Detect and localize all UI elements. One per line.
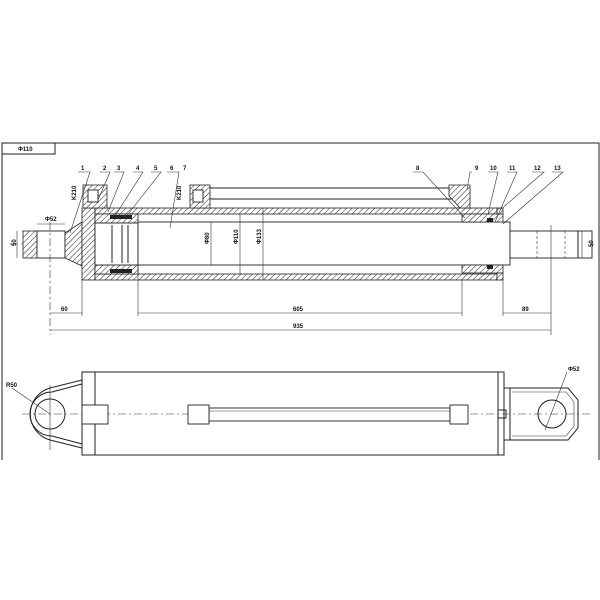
rear-eye-section <box>22 230 38 259</box>
part-number-4: 4 <box>136 166 140 172</box>
section-view: Φ80 Φ110 Φ133 K210 K210 <box>10 166 596 335</box>
part-leaders: 1 2 3 4 5 6 7 8 9 10 11 12 13 <box>69 166 564 234</box>
dim-stroke: 605 <box>293 307 304 313</box>
port-block-front <box>448 184 471 209</box>
part-number-2: 2 <box>103 166 107 172</box>
part-number-6: 6 <box>170 166 174 172</box>
dimensions: Φ52 50 50 60 605 89 935 <box>12 217 595 331</box>
part-number-8: 8 <box>416 166 420 172</box>
dim-total: 935 <box>293 324 304 330</box>
barrel-wall-top <box>94 207 498 215</box>
piston-seal <box>110 215 132 219</box>
bore-diameter: Φ110 <box>234 229 240 244</box>
dim-left-offset: 60 <box>61 307 68 313</box>
eye-width-right: 50 <box>589 240 595 247</box>
barrel-diameter: Φ133 <box>257 228 263 244</box>
piston-rod <box>137 221 511 266</box>
port-thread-left: K210 <box>72 185 78 200</box>
pipe-fitting-left <box>187 404 210 425</box>
part-number-13: 13 <box>554 166 561 172</box>
port-thread-mid: K210 <box>177 185 183 200</box>
rear-port <box>81 404 109 425</box>
title-box <box>1 142 56 155</box>
eye-width-left: 50 <box>12 239 18 246</box>
rod-clevis <box>509 387 579 441</box>
pin-diameter-label: Φ52 <box>45 217 57 223</box>
rear-boss <box>64 221 83 267</box>
gland-top <box>461 213 504 223</box>
title-box-text: Φ110 <box>18 147 33 153</box>
radius-label: R50 <box>6 383 18 389</box>
part-number-3: 3 <box>117 166 121 172</box>
gland-bottom <box>461 264 504 274</box>
outline-view: R50 Φ52 <box>6 367 590 456</box>
part-number-11: 11 <box>509 166 516 172</box>
part-number-10: 10 <box>490 166 497 172</box>
oil-pipe-outline <box>208 407 451 422</box>
rod-pin-diameter: Φ52 <box>568 367 580 373</box>
part-number-12: 12 <box>534 166 541 172</box>
part-number-7: 7 <box>183 166 187 172</box>
barrel-wall-bottom <box>94 273 498 281</box>
end-cap <box>81 207 96 281</box>
rod-pin-hole <box>537 399 567 429</box>
part-number-5: 5 <box>154 166 158 172</box>
part-number-1: 1 <box>81 166 85 172</box>
rod-diameter: Φ80 <box>205 232 211 244</box>
drawing-frame: Φ110 <box>1 142 600 460</box>
part-number-9: 9 <box>475 166 479 172</box>
pipe-fitting-right <box>449 404 469 425</box>
dim-right-offset: 89 <box>522 307 529 313</box>
